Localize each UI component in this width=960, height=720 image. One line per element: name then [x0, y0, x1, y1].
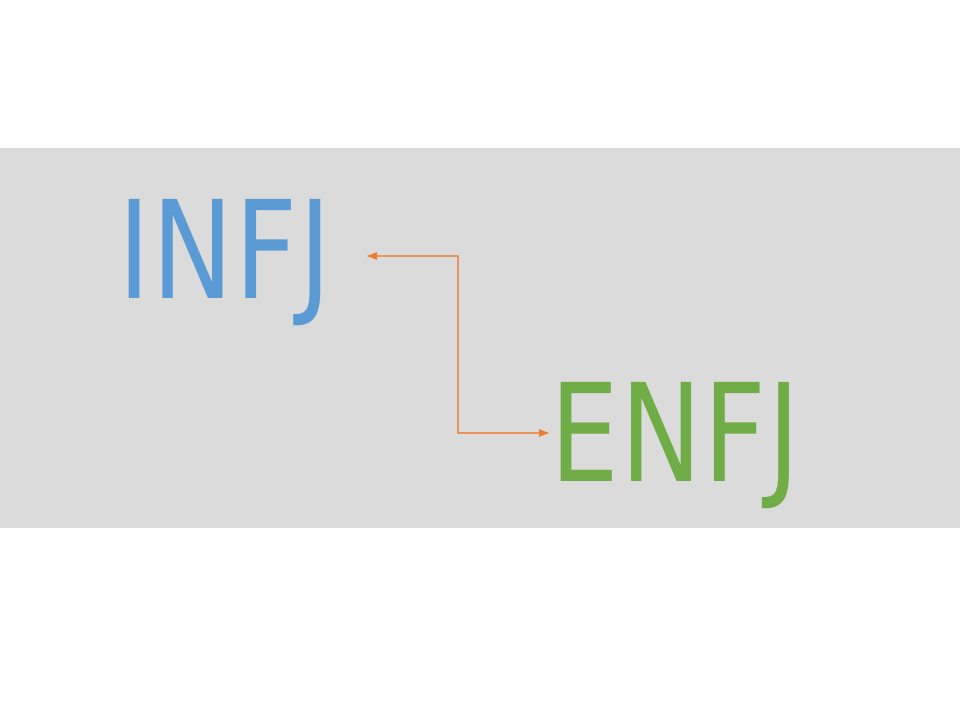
- type-label-infj: INFJ: [118, 173, 333, 331]
- connector-line: [367, 252, 549, 437]
- type-label-enfj: ENFJ: [550, 356, 802, 514]
